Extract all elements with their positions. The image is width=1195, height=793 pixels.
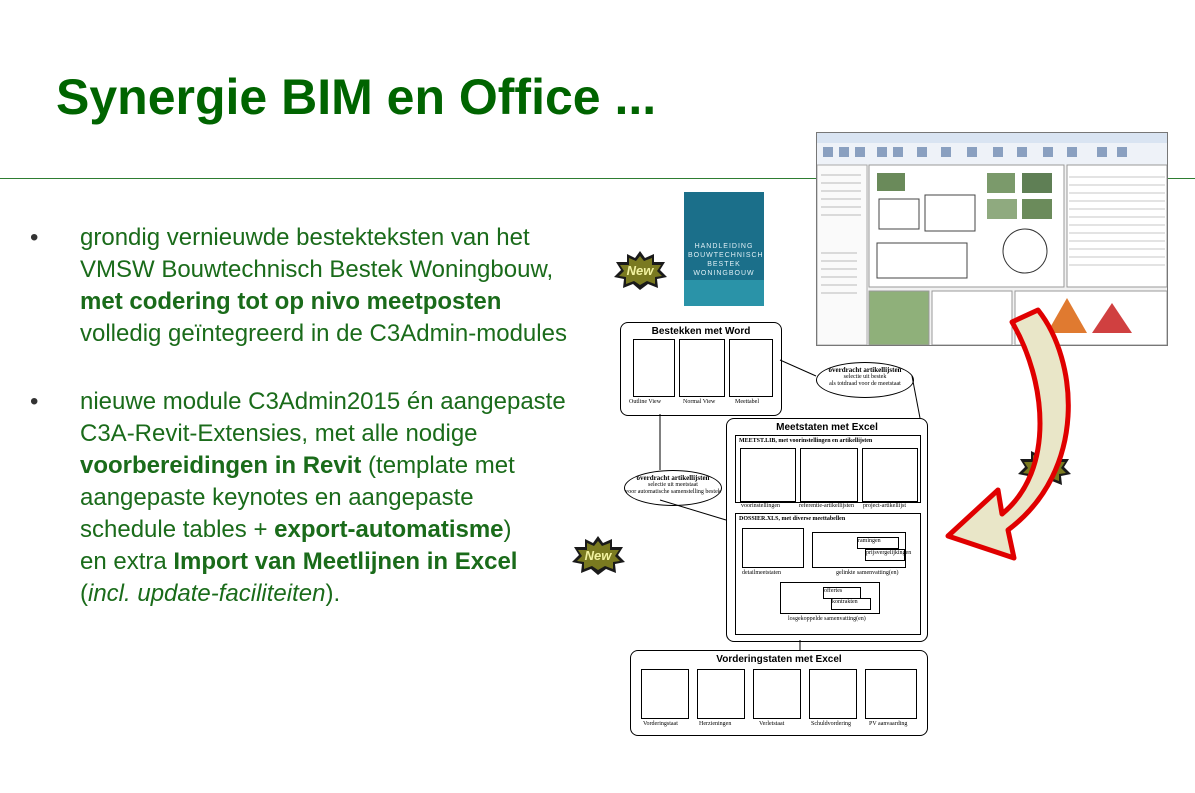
samenvatting-panel: ramingen prijsvergelijkingen <box>812 532 911 568</box>
bullet-1-line-1: grondig vernieuwde bestekteksten van het <box>80 224 530 251</box>
vorderingstaat-label: Vorderingstaat <box>643 721 678 727</box>
bullet-2-line-5-a: schedule tables + <box>80 516 275 543</box>
voorinstellingen-label: voorinstellingen <box>741 503 780 509</box>
project-panel <box>862 448 918 502</box>
vorderingstaten-box: Vorderingstaten met Excel Vorderingstaat… <box>630 650 928 736</box>
herzieningen-panel <box>697 669 745 719</box>
bullet-2-line-3-bold: voorbereidingen in Revit <box>80 452 362 479</box>
normal-view-panel <box>679 339 725 397</box>
word-box: Bestekken met Word Outline View Normal V… <box>620 322 782 416</box>
bullet-item-2: • nieuwe module C3Admin2015 én aangepast… <box>30 386 630 610</box>
title-divider <box>0 178 1195 179</box>
meetst-lib-panel: MEETST.LIB, met voorinstellingen en arti… <box>735 435 921 503</box>
new-badge-icon: New <box>572 536 625 575</box>
meettabel-label: Meettabel <box>735 399 759 405</box>
verletstaat-label: Verletstaat <box>759 721 785 727</box>
bullet-2-line-7-a: ( <box>80 580 88 607</box>
schuldvordering-panel <box>809 669 857 719</box>
prijsvergelijkingen-box: prijsvergelijkingen <box>865 549 911 561</box>
bullet-2-line-4: aangepaste keynotes en aangepaste <box>80 484 474 511</box>
outline-view-label: Outline View <box>629 399 662 405</box>
bullet-symbol: • <box>30 388 39 415</box>
new-badge-icon: New <box>614 251 667 290</box>
ramingen-box: ramingen <box>857 537 899 549</box>
oval-2-line-3: voor automatische samenstelling bestek <box>625 489 721 495</box>
bullet-2-line-7-b: ). <box>325 580 341 607</box>
booklet-cover-image: HANDLEIDING BOUWTECHNISCH BESTEK WONINGB… <box>684 192 764 306</box>
oval-overdracht-1: overdracht artikellijsten selectie uit b… <box>816 362 914 398</box>
new-badge-label: New <box>585 548 613 563</box>
oval-2-line-2: selectie uit meetstaat <box>648 482 698 488</box>
detailmeetstaten-panel <box>742 528 804 568</box>
kontrakten-box: kontrakten <box>831 598 871 610</box>
word-box-title: Bestekken met Word <box>651 326 751 337</box>
bullet-2-line-1: nieuwe module C3Admin2015 én aangepaste <box>80 388 566 415</box>
pv-label: PV aanvaarding <box>869 721 908 727</box>
curved-arrow-icon <box>945 307 1071 561</box>
workflow-diagram: Bestekken met Word Outline View Normal V… <box>620 320 930 740</box>
vorderingstaat-panel <box>641 669 689 719</box>
oval-1-line-2: selectie uit bestek <box>843 374 887 380</box>
revit-screenshot-graphic <box>817 133 1167 345</box>
vorderingstaten-title: Vorderingstaten met Excel <box>716 654 842 665</box>
bullet-2-line-5-bold: export-automatisme <box>274 516 504 543</box>
oval-1-line-3: als totdraad voor de meetstaat <box>829 381 901 387</box>
excel-box-title: Meetstaten met Excel <box>776 422 878 433</box>
meettabel-panel <box>729 339 773 397</box>
voorinstellingen-panel <box>740 448 796 502</box>
bullet-2-line-7-italic: incl. update-faciliteiten <box>88 580 326 607</box>
booklet-title: HANDLEIDING BOUWTECHNISCH BESTEK WONINGB… <box>688 243 764 277</box>
losgekoppelde-label: losgekoppelde samenvatting(en) <box>788 616 866 622</box>
oval-2-line-1: overdracht artikellijsten <box>636 474 710 482</box>
slide-title: Synergie BIM en Office ... <box>56 69 657 125</box>
bullet-2-line-5-b: ) <box>503 516 512 543</box>
losgekoppelde-panel: offertes kontrakten <box>780 582 880 614</box>
gelinkte-label: gelinkte samenvatting(en) <box>836 570 899 576</box>
bullet-1-line-2: VMSW Bouwtechnisch Bestek Woningbouw, <box>80 256 554 283</box>
project-label: project-artikellijst <box>863 503 906 509</box>
herzieningen-label: Herzieningen <box>699 721 732 727</box>
bullet-2-line-2: C3A-Revit-Extensies, met alle nodige <box>80 420 478 447</box>
oval-1-line-1: overdracht artikellijsten <box>828 366 902 374</box>
pv-panel <box>865 669 917 719</box>
referentie-label: referentie-artikellijsten <box>799 503 854 509</box>
new-badge-label: New <box>627 263 655 278</box>
revit-screenshot-image <box>816 132 1168 346</box>
dossier-title: DOSSIER.XLS, met diverse meettabellen <box>739 516 846 522</box>
bullet-symbol: • <box>30 224 39 251</box>
referentie-panel <box>800 448 858 502</box>
bullet-item-1: • grondig vernieuwde bestekteksten van h… <box>30 222 630 350</box>
bullet-list: • grondig vernieuwde bestekteksten van h… <box>30 222 630 646</box>
bullet-2-line-3-rest: (template met <box>361 452 515 479</box>
verletstaat-panel <box>753 669 801 719</box>
normal-view-label: Normal View <box>683 399 716 405</box>
detailmeetstaten-label: detailmeetstaten <box>742 570 781 576</box>
offertes-box: offertes <box>823 587 861 599</box>
booklet-stripe <box>684 280 764 306</box>
bullet-2-line-6-a: en extra <box>80 548 174 575</box>
schuldvordering-label: Schuldvordering <box>811 721 851 727</box>
bullet-1-line-4: volledig geïntegreerd in de C3Admin-modu… <box>80 320 567 347</box>
bullet-2-line-6-bold: Import van Meetlijnen in Excel <box>173 548 518 575</box>
excel-box: Meetstaten met Excel MEETST.LIB, met voo… <box>726 418 928 642</box>
bullet-1-line-3: met codering tot op nivo meetposten <box>80 288 502 315</box>
oval-overdracht-2: overdracht artikellijsten selectie uit m… <box>624 470 722 506</box>
dossier-panel: DOSSIER.XLS, met diverse meettabellen ra… <box>735 513 921 635</box>
meetst-lib-title: MEETST.LIB, met voorinstellingen en arti… <box>739 438 873 444</box>
outline-view-panel <box>633 339 675 397</box>
